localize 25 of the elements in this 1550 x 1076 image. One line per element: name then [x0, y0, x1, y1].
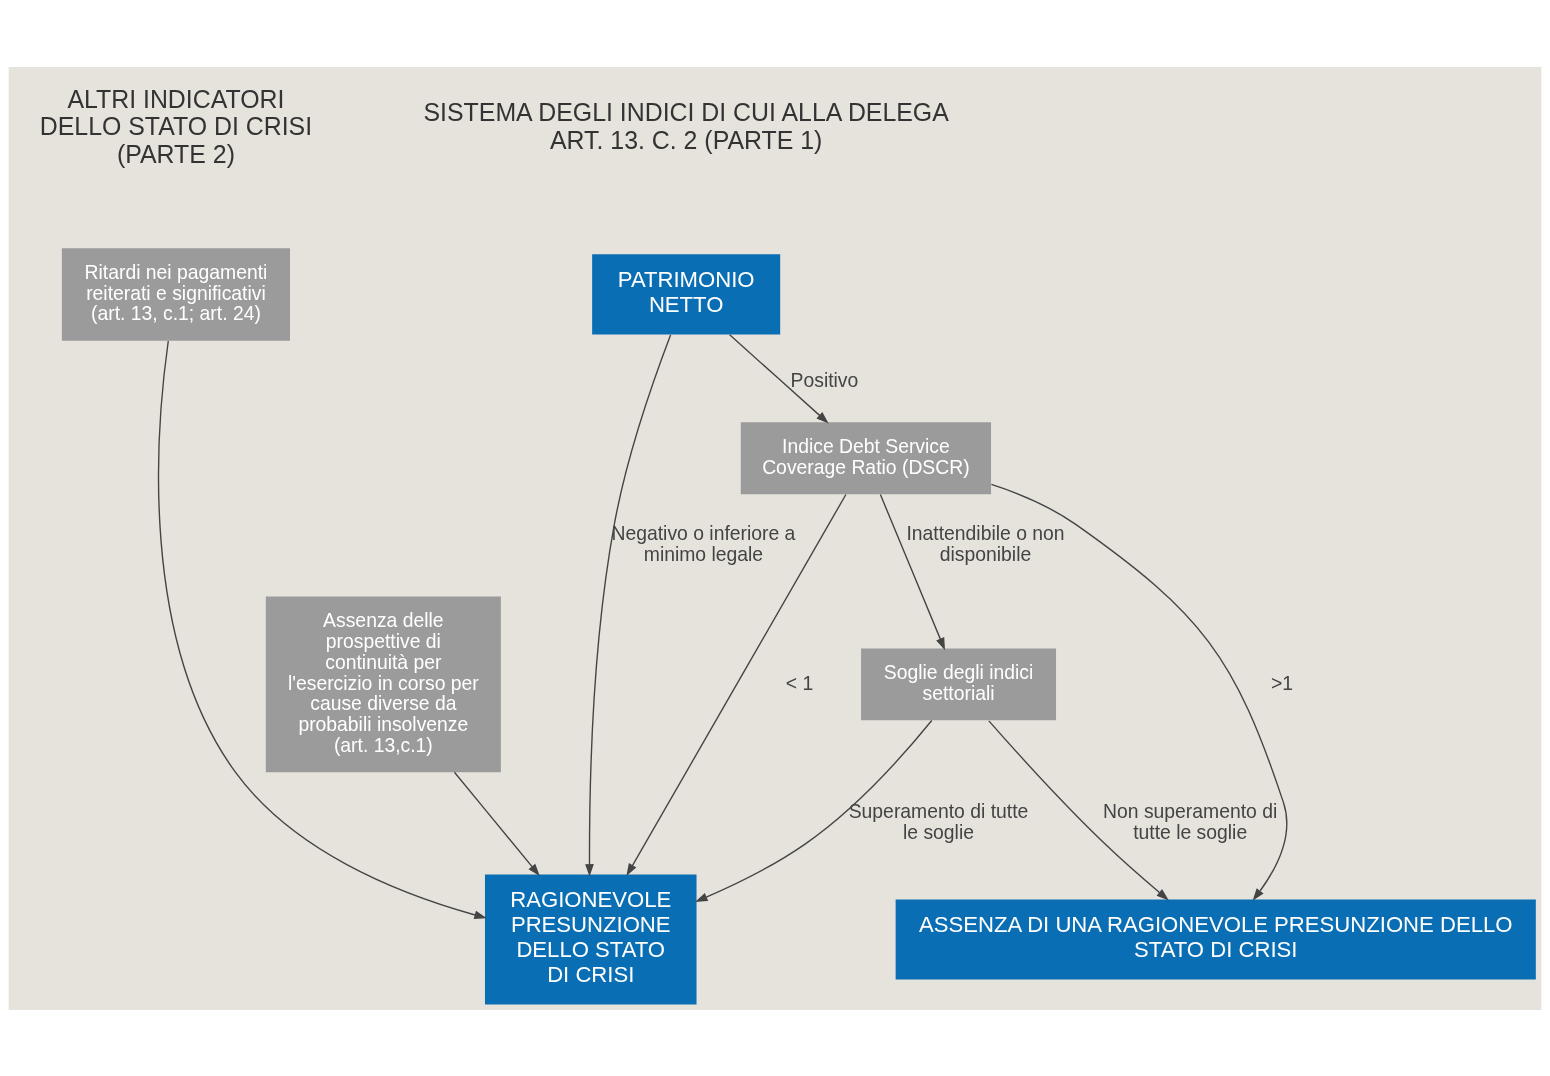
edge-label: Superamento di tutte le soglie	[848, 799, 1029, 843]
arrow	[990, 483, 1288, 901]
edge-label: Negativo o inferiore a minimo legale	[611, 521, 796, 565]
label: ALTRI INDICATORI DELLO STATO DI CRISI (PARTE 2)	[39, 84, 313, 168]
node-box: Ritardi nei pagamenti reiterati e significativi (art. 13, c.1; art. 24)	[61, 247, 290, 341]
edge-label: Positivo	[790, 368, 859, 391]
arrow	[585, 333, 672, 877]
arrow	[695, 719, 933, 902]
node-box: ASSENZA DI UNA RAGIONEVOLE PRESUNZIONE DELLO STATO DI CRISI	[895, 898, 1536, 980]
label: SISTEMA DEGLI INDICI DI CUI ALLA DELEGA ART. 13. C. 2 (PARTE 1)	[423, 97, 949, 154]
edge-label: < 1	[785, 670, 814, 693]
edge-label: Non superamento di tutte le soglie	[1103, 799, 1278, 843]
node-box: Indice Debt Service Coverage Ratio (DSCR)	[740, 421, 992, 494]
arrow	[988, 719, 1169, 900]
node-box: Assenza delle prospettive di continuità per l'esercizio in corso per cause diverse da probabili insolvenze (art. 13,c.1)	[265, 596, 501, 772]
arrow	[626, 493, 847, 876]
edge-label: Inattendibile o non disponibile	[906, 521, 1065, 565]
edge-label: >1	[1271, 670, 1294, 693]
node-box: RAGIONEVOLE PRESUNZIONE DELLO STATO DI CRISI	[485, 874, 697, 1004]
arrow	[729, 333, 829, 423]
node-box: PATRIMONIO NETTO	[592, 253, 781, 335]
arrow	[157, 339, 487, 919]
node-box: Soglie degli indici settoriali	[861, 647, 1057, 720]
arrow	[879, 493, 945, 650]
arrow	[453, 771, 540, 876]
